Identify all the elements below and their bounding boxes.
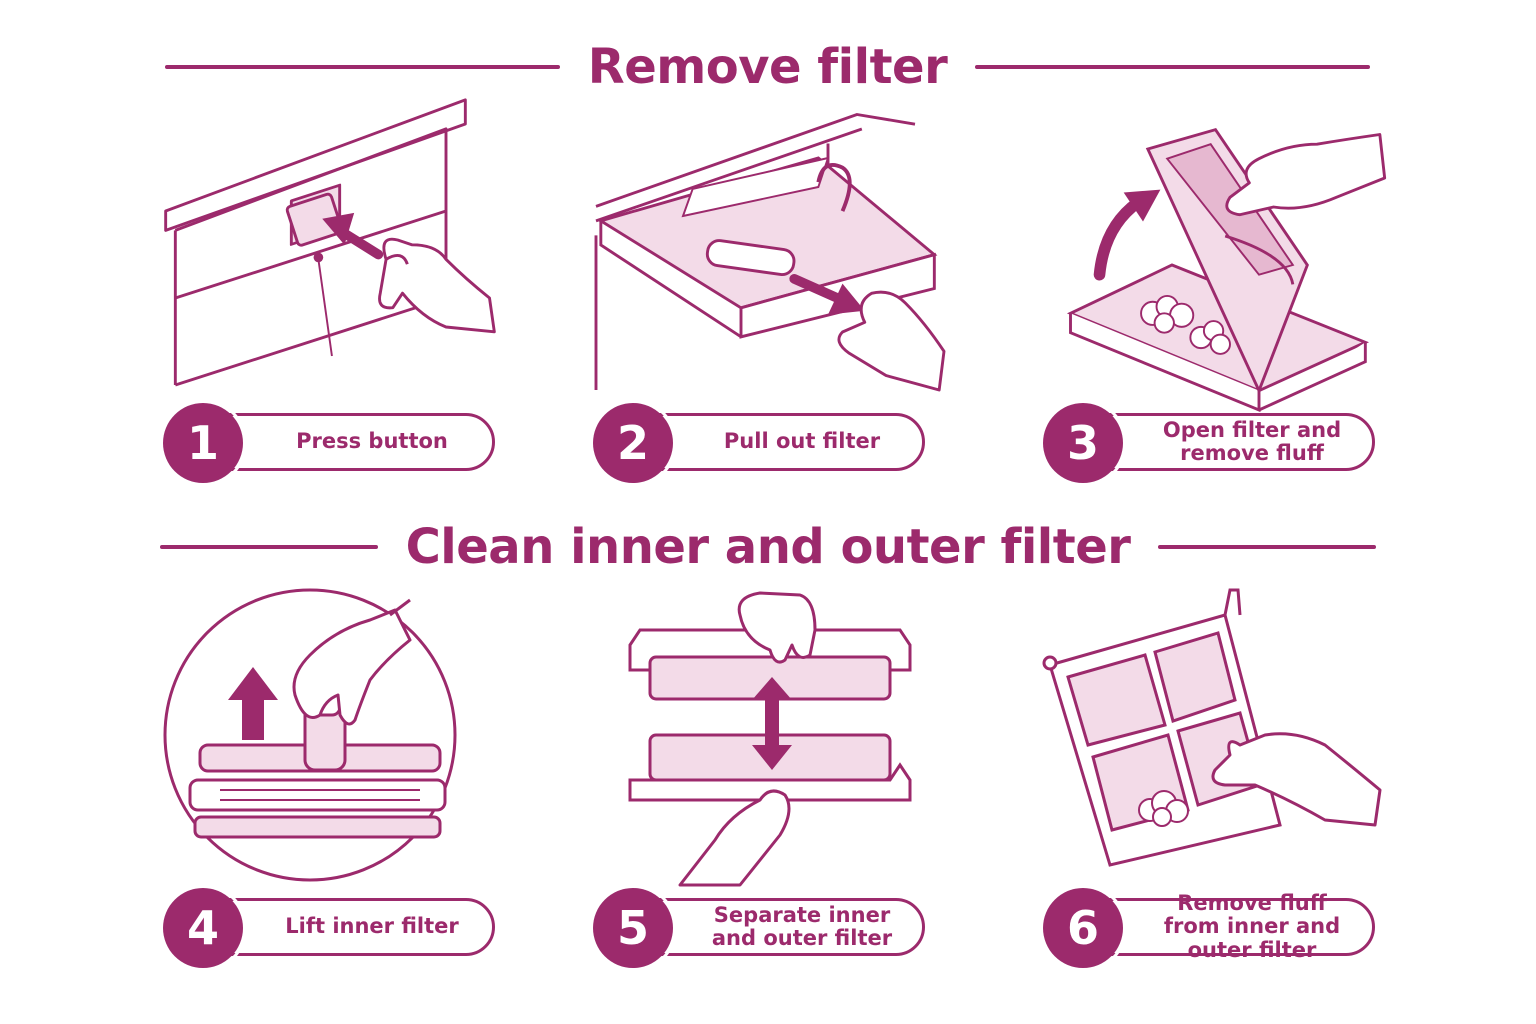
step-5: Separate inner and outer filter 5 xyxy=(589,884,927,972)
appliance-button-illustration xyxy=(164,98,496,387)
arrow-left-icon xyxy=(322,212,384,260)
step-number-badge: 4 xyxy=(159,884,247,972)
step-label: Pull out filter xyxy=(723,429,881,454)
step-label-pill: Open filter and remove fluff xyxy=(1073,413,1375,471)
divider-left xyxy=(165,65,560,69)
arrow-curved-icon xyxy=(1093,189,1161,281)
hand-top-icon xyxy=(737,591,817,664)
divider-right xyxy=(1158,545,1376,549)
arrow-up-down-icon xyxy=(752,677,792,770)
filter-base xyxy=(1066,263,1370,413)
push-button-icon xyxy=(285,192,344,247)
step-label: Press button xyxy=(296,429,448,454)
step-number-badge: 1 xyxy=(159,399,247,487)
step-label-pill: Lift inner filter xyxy=(193,898,495,956)
step-6: Remove fluff from inner and outer filter… xyxy=(1039,884,1377,972)
hand-icon xyxy=(1211,732,1382,827)
hand-icon xyxy=(837,290,946,392)
section-title: Remove filter xyxy=(587,39,948,95)
arrow-up-icon xyxy=(228,667,278,740)
illustration-separate-filters xyxy=(620,585,920,887)
illustration-open-filter xyxy=(1050,120,1410,413)
hand-icon xyxy=(378,237,496,334)
step-number-badge: 3 xyxy=(1039,399,1127,487)
divider-right xyxy=(975,65,1370,69)
section-header-clean-filter: Clean inner and outer filter xyxy=(160,512,1376,582)
illustration-lift-inner-filter xyxy=(160,585,460,885)
drawer-filter-illustration xyxy=(594,113,946,392)
step-number-badge: 2 xyxy=(589,399,677,487)
illustration-pull-out-filter xyxy=(590,100,950,392)
step-1: Press button 1 xyxy=(159,399,497,487)
arrow-right-icon xyxy=(789,274,865,315)
open-filter-illustration xyxy=(1066,127,1387,413)
section-title: Clean inner and outer filter xyxy=(405,519,1131,575)
remove-fluff-illustration xyxy=(1042,588,1382,867)
step-number-badge: 6 xyxy=(1039,884,1127,972)
step-label: Remove fluff from inner and outer filter xyxy=(1163,891,1341,962)
hand-icon xyxy=(1225,133,1387,217)
illustration-remove-fluff xyxy=(1040,585,1382,875)
step-label-pill: Pull out filter xyxy=(623,413,925,471)
divider-left xyxy=(160,545,378,549)
step-label: Separate inner and outer filter xyxy=(711,902,893,950)
fluff-icon xyxy=(1138,790,1189,827)
hand-icon xyxy=(292,598,412,726)
separate-filter-illustration xyxy=(628,591,912,887)
lift-filter-illustration xyxy=(163,588,457,882)
fluff-icon xyxy=(1140,294,1231,355)
section-header-remove-filter: Remove filter xyxy=(165,32,1370,102)
step-label-pill: Press button xyxy=(193,413,495,471)
hand-bottom-icon xyxy=(678,789,791,887)
step-3: Open filter and remove fluff 3 xyxy=(1039,399,1377,487)
step-label: Lift inner filter xyxy=(285,914,459,939)
step-number-badge: 5 xyxy=(589,884,677,972)
step-2: Pull out filter 2 xyxy=(589,399,927,487)
filter-stack xyxy=(188,743,447,839)
step-4: Lift inner filter 4 xyxy=(159,884,497,972)
illustration-press-button xyxy=(150,95,510,387)
step-label-pill: Remove fluff from inner and outer filter xyxy=(1073,892,1375,961)
step-label: Open filter and remove fluff xyxy=(1162,417,1342,465)
